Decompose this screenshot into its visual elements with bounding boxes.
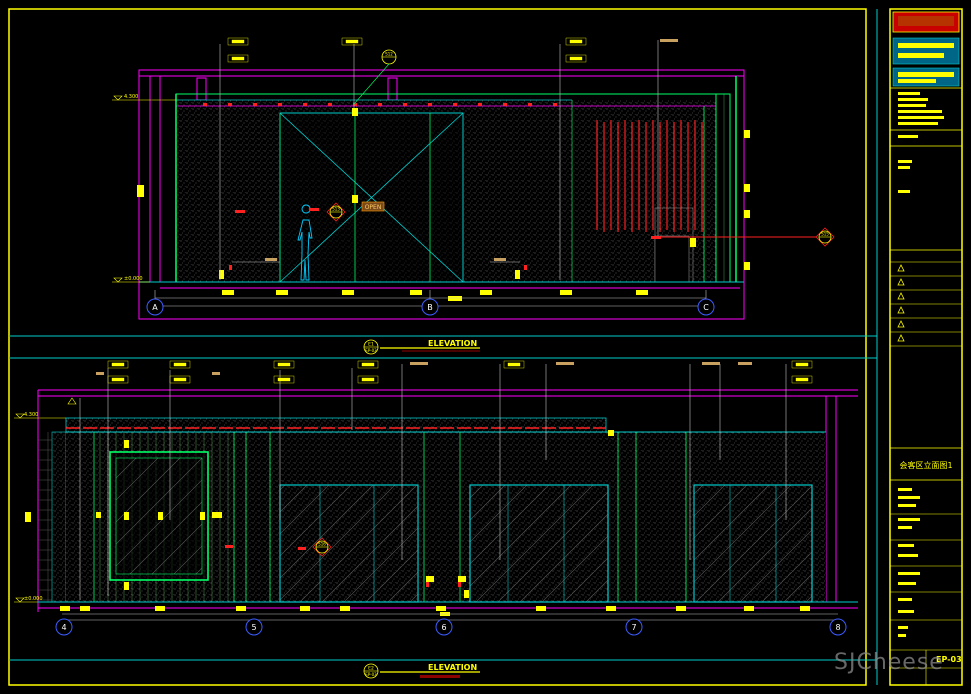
callout-number: S12 [385,52,393,57]
brick-column [38,432,52,602]
title-block: 会客区立面图1 EP-03 [889,8,963,686]
sheet-border [8,8,867,686]
tag-number: E2 [368,666,374,672]
level-label: 4.300 [124,94,138,100]
elevation-bottom: S16 4.300 ±0.000 4 5 6 [14,360,858,679]
axis-bubble-icon: C [697,298,715,316]
axis-bubble-icon: B [421,298,439,316]
axis-bubble-icon: A [146,298,164,316]
section-callout-icon: S15 [815,227,835,247]
glass-panel [469,484,609,603]
axis-label: 7 [631,623,636,632]
level-marker-icon: 4.300 [14,412,66,419]
callout-number: S15 [821,232,829,237]
section-callout-icon: S13 [326,202,346,222]
level-marker-icon: ±0.000 [112,276,150,283]
tag-sheet: EP-03 [365,348,377,353]
axis-label: C [703,303,709,312]
elevation-title: ELEVATION [428,663,477,672]
drawing-name: 会客区立面图1 [899,460,952,470]
axis-label: 6 [441,623,446,632]
axis-label: B [427,303,433,312]
level-label: 4.300 [24,412,38,418]
door-label: OPEN [365,204,382,211]
level-label: ±0.000 [124,276,143,282]
glass-panel [279,484,419,603]
axis-bubble-icon: 7 [625,618,643,636]
elevation-title-tag: E2 EP-03 [363,663,480,679]
axis-label: A [152,303,158,312]
axis-label: 8 [835,623,840,632]
watermark: SJCheese [834,650,944,675]
level-label: ±0.000 [24,596,43,602]
tag-number: E1 [368,342,374,348]
level-marker-icon: ±0.000 [14,596,43,603]
sheet-number: EP-03 [936,655,962,664]
elevation-title-tag: E1 EP-03 [363,339,480,355]
wall-panel [176,100,716,282]
axis-label: 4 [61,623,66,632]
elevation-top: OPEN [112,37,835,355]
callout-number: S16 [318,542,326,547]
section-callout-icon: S12 [353,49,397,105]
axis-bubble-icon: 4 [55,618,73,636]
axis-bubble-icon: 5 [245,618,263,636]
axis-bubble-icon: 6 [435,618,453,636]
axis-bubble-icon: 8 [829,618,847,636]
tag-sheet: EP-03 [365,672,377,677]
axis-label: 5 [251,623,256,632]
section-callout-icon: S16 [312,537,332,557]
level-marker-icon: 4.300 [112,94,176,101]
glass-panel [693,484,813,603]
elevation-title: ELEVATION [428,339,477,348]
callout-number: S13 [332,207,340,212]
human-figure-icon [297,204,313,281]
